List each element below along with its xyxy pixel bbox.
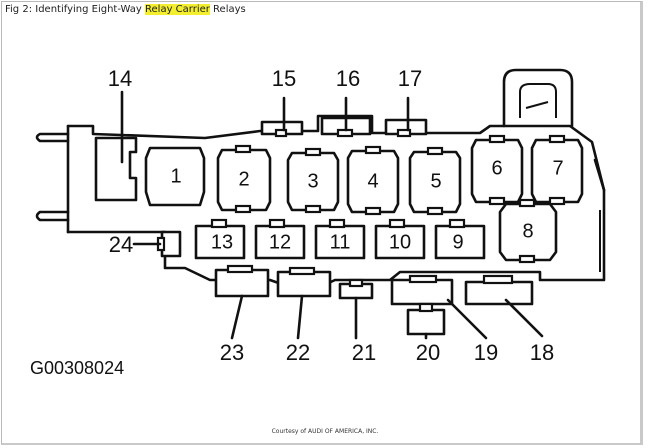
relay-23 xyxy=(214,264,270,298)
relay-10-label: 10 xyxy=(389,231,411,253)
leader-lines xyxy=(120,90,544,340)
relay-21 xyxy=(338,278,374,300)
callout-14: 14 xyxy=(108,66,132,91)
callout-22: 22 xyxy=(286,340,310,365)
connector-plug xyxy=(502,68,574,128)
relay-2-label: 2 xyxy=(238,168,249,190)
caption-prefix: Fig 2: Identifying Eight-Way xyxy=(5,4,146,15)
relay-13-label: 13 xyxy=(211,231,233,253)
relay-17 xyxy=(384,118,428,138)
relay-13: 13 xyxy=(194,218,246,260)
relay-3: 3 xyxy=(286,147,340,214)
figure-caption: Fig 2: Identifying Eight-Way Relay Carri… xyxy=(5,4,246,15)
callout-20: 20 xyxy=(416,340,440,365)
callout-23: 23 xyxy=(220,340,244,365)
callout-24: 24 xyxy=(109,232,133,257)
caption-highlight: Relay Carrier xyxy=(145,4,210,15)
figure-id: G00308024 xyxy=(30,358,125,378)
relay-15 xyxy=(260,120,304,138)
relay-3-label: 3 xyxy=(307,170,318,192)
caption-suffix: Relays xyxy=(209,4,246,15)
relay-8-label: 8 xyxy=(522,220,533,242)
relay-20 xyxy=(406,302,446,336)
relay-16 xyxy=(320,116,372,138)
callout-15: 15 xyxy=(272,66,296,91)
callout-21: 21 xyxy=(352,340,376,365)
relay-11-label: 11 xyxy=(330,231,351,253)
relay-1-label: 1 xyxy=(170,165,181,187)
relay-22 xyxy=(276,266,332,298)
relay-5-label: 5 xyxy=(430,170,441,192)
relay-19 xyxy=(390,274,454,306)
relay-4-label: 4 xyxy=(367,170,378,192)
relay-2: 2 xyxy=(216,144,272,214)
relay-18 xyxy=(464,274,534,306)
relay-12: 12 xyxy=(254,218,306,260)
relay-7-label: 7 xyxy=(552,157,563,179)
relay-9: 9 xyxy=(434,218,486,260)
mounting-pins xyxy=(35,124,70,234)
callout-17: 17 xyxy=(398,66,422,91)
relay-7: 7 xyxy=(530,134,584,206)
relay-9-label: 9 xyxy=(452,231,463,253)
callout-16: 16 xyxy=(336,66,360,91)
figure-credit: Courtesy of AUDI OF AMERICA, INC. xyxy=(271,428,379,435)
relay-14 xyxy=(94,136,138,202)
relay-5: 5 xyxy=(408,146,462,216)
relay-8: 8 xyxy=(498,198,558,264)
relay-11: 11 xyxy=(314,218,366,260)
callout-18: 18 xyxy=(530,340,554,365)
relay-4: 4 xyxy=(346,145,400,216)
relay-1: 1 xyxy=(144,146,206,207)
callout-19: 19 xyxy=(474,340,498,365)
relay-10: 10 xyxy=(374,218,426,260)
relay-6-label: 6 xyxy=(491,157,502,179)
relay-12-label: 12 xyxy=(269,231,291,253)
relay-6: 6 xyxy=(470,134,524,206)
